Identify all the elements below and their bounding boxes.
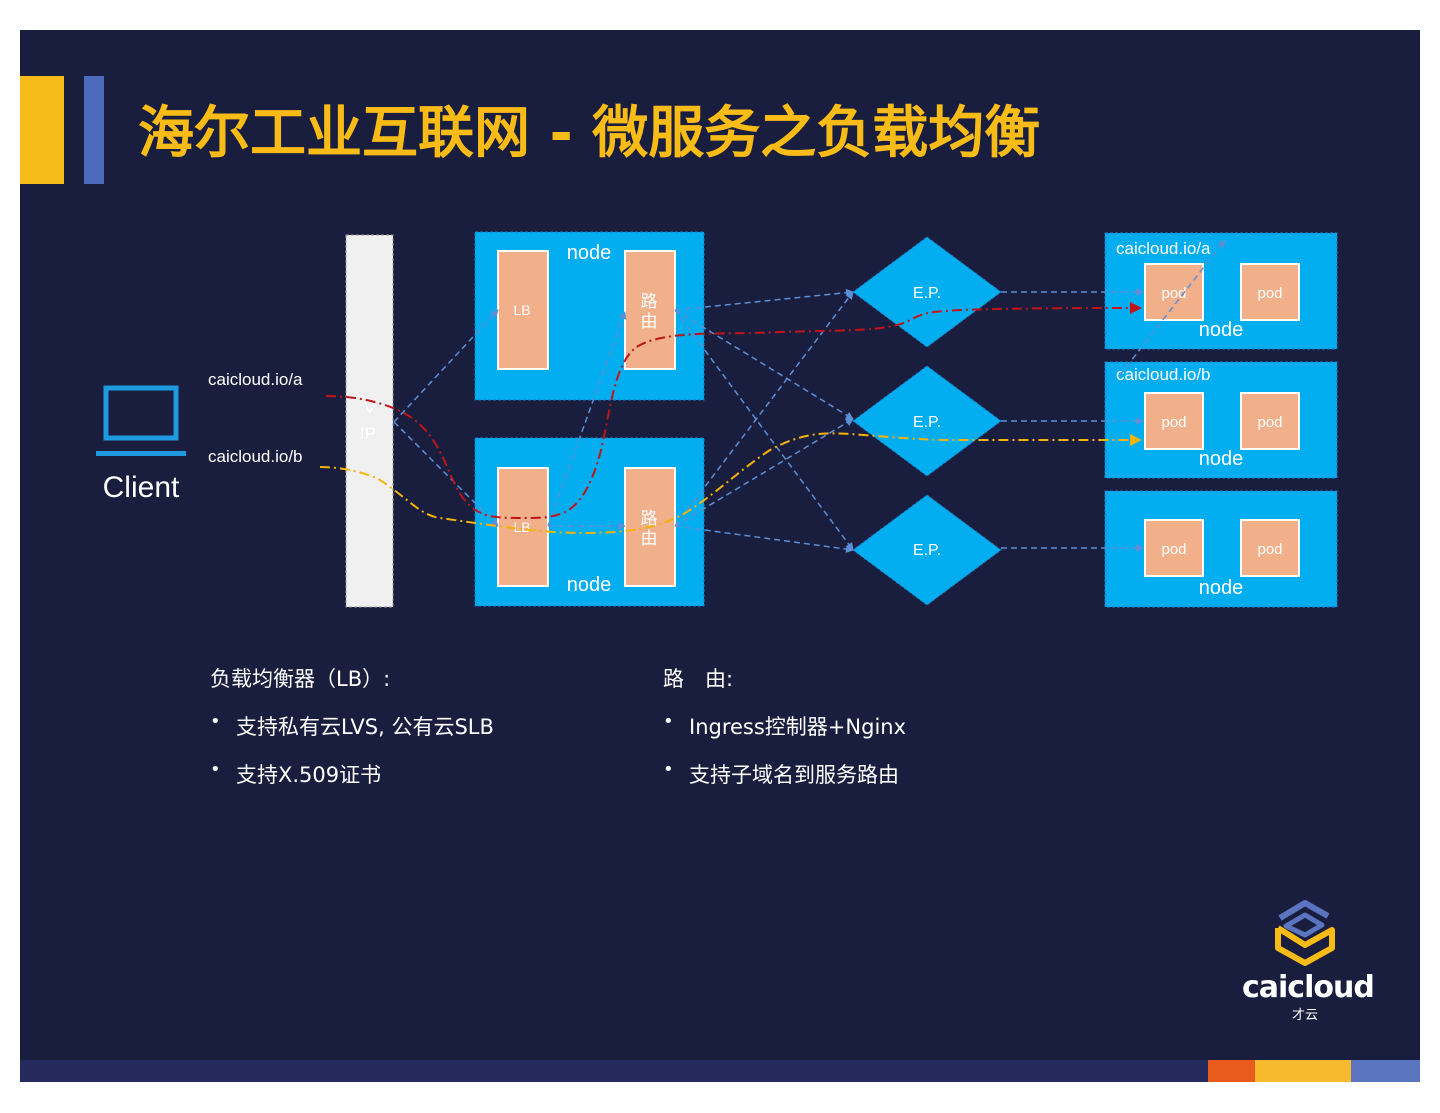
pod-node-a: caicloud.io/a pod pod node bbox=[1104, 232, 1338, 350]
footer-accent-blue bbox=[1351, 1060, 1420, 1082]
client-label: Client bbox=[103, 471, 180, 504]
group-b-label: caicloud.io/b bbox=[1116, 365, 1211, 384]
pod-label: pod bbox=[1161, 541, 1186, 558]
link bbox=[393, 309, 499, 423]
lb-notes-heading: 负载均衡器（LB）: bbox=[210, 667, 391, 691]
node-label: node bbox=[1199, 319, 1244, 341]
group-a-label: caicloud.io/a bbox=[1116, 239, 1211, 258]
link bbox=[547, 311, 627, 527]
laptop-icon bbox=[103, 385, 179, 441]
pod-box bbox=[1144, 263, 1204, 321]
node-top: node LB 路 由 bbox=[474, 231, 705, 401]
slide: 海尔工业互联网 - 微服务之负载均衡 Client caicloud.io/a … bbox=[20, 30, 1420, 1082]
endpoint-2: E.P. bbox=[852, 365, 1002, 477]
router-label-1: 路 bbox=[641, 292, 658, 311]
pod-box bbox=[1144, 392, 1204, 450]
caicloud-logo: caicloud 才云 bbox=[1242, 898, 1375, 1028]
footer-accent-orange bbox=[1208, 1060, 1255, 1082]
slide-title: 海尔工业互联网 - 微服务之负载均衡 bbox=[138, 101, 1041, 166]
router-label-1: 路 bbox=[641, 509, 658, 528]
vip-label-v: V bbox=[364, 398, 376, 417]
lb-notes: 负载均衡器（LB）: 支持私有云LVS, 公有云SLB 支持X.509证书 bbox=[210, 663, 494, 807]
logo-subtitle: 才云 bbox=[1291, 1008, 1318, 1023]
route-a-label: caicloud.io/a bbox=[208, 370, 303, 389]
vip-label-ip: IP bbox=[360, 424, 376, 443]
logo-wordmark: caicloud bbox=[1242, 970, 1375, 1005]
node-label: node bbox=[567, 242, 612, 264]
vip-box bbox=[345, 234, 394, 608]
ep-label: E.P. bbox=[913, 542, 941, 559]
list-item: 支持X.509证书 bbox=[210, 759, 494, 789]
title-accent-yellow bbox=[20, 76, 64, 184]
pod-label: pod bbox=[1257, 541, 1282, 558]
laptop-base-icon bbox=[96, 451, 186, 456]
endpoint-3: E.P. bbox=[852, 494, 1002, 606]
client: Client bbox=[96, 385, 186, 504]
ep-label: E.P. bbox=[913, 414, 941, 431]
pod-node-c: pod pod node bbox=[1104, 490, 1338, 608]
cube-logo-icon bbox=[1275, 900, 1335, 966]
pod-box bbox=[1240, 263, 1300, 321]
router-notes: 路 由: Ingress控制器+Nginx 支持子域名到服务路由 bbox=[663, 663, 906, 807]
lb-label: LB bbox=[513, 519, 530, 535]
load-balancing-diagram: Client caicloud.io/a caicloud.io/b V IP … bbox=[96, 231, 1338, 608]
router-notes-heading: 路 由: bbox=[663, 667, 734, 691]
link bbox=[674, 309, 854, 420]
endpoint-1: E.P. bbox=[852, 236, 1002, 348]
lb-label: LB bbox=[513, 302, 530, 318]
route-a-path bbox=[325, 302, 1142, 520]
node-label: node bbox=[1199, 448, 1244, 470]
link bbox=[1119, 239, 1226, 376]
list-item: Ingress控制器+Nginx bbox=[663, 711, 906, 741]
list-item: 支持私有云LVS, 公有云SLB bbox=[210, 711, 494, 741]
router-label-2: 由 bbox=[641, 312, 658, 331]
list-item: 支持子域名到服务路由 bbox=[663, 759, 906, 789]
node-bottom: node LB 路 由 bbox=[474, 437, 705, 607]
node-label: node bbox=[567, 574, 612, 596]
link bbox=[393, 421, 499, 527]
pod-label: pod bbox=[1257, 414, 1282, 431]
ep-label: E.P. bbox=[913, 285, 941, 302]
route-b-path bbox=[319, 432, 1142, 535]
pod-label: pod bbox=[1161, 414, 1186, 431]
router-box bbox=[624, 250, 676, 370]
footer-accent-yellow bbox=[1255, 1060, 1351, 1082]
pod-box bbox=[1240, 519, 1300, 577]
route-b-label: caicloud.io/b bbox=[208, 447, 303, 466]
node-label: node bbox=[1199, 577, 1244, 599]
pod-box bbox=[1144, 519, 1204, 577]
router-label-2: 由 bbox=[641, 529, 658, 548]
footer-bar bbox=[20, 1060, 1420, 1082]
pod-label: pod bbox=[1257, 285, 1282, 302]
pod-label: pod bbox=[1161, 285, 1186, 302]
lb-notes-list: 支持私有云LVS, 公有云SLB 支持X.509证书 bbox=[210, 711, 494, 789]
title-accent-blue bbox=[84, 76, 104, 184]
link bbox=[674, 418, 854, 527]
pod-box bbox=[1240, 392, 1300, 450]
pod-node-b: caicloud.io/b pod pod node bbox=[1104, 361, 1338, 479]
router-notes-list: Ingress控制器+Nginx 支持子域名到服务路由 bbox=[663, 711, 906, 789]
